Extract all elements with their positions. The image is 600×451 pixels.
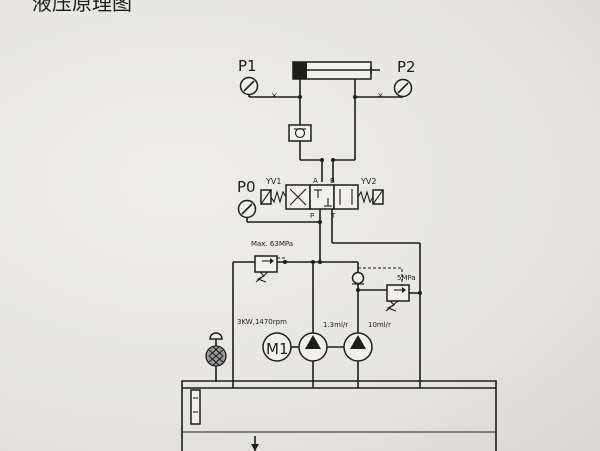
hydraulic-cylinder	[292, 61, 380, 80]
port-t-label: T	[330, 212, 336, 220]
needle-valve-p2-icon: ×	[377, 91, 384, 100]
port-b-label: B	[330, 177, 335, 185]
pilot-check-valve	[288, 124, 312, 142]
gauge-p0	[237, 199, 257, 219]
label-p1: P1	[238, 57, 257, 75]
motor-label: M1	[266, 340, 289, 358]
needle-valve-p1-icon: ×	[271, 91, 278, 100]
relief-valve-2	[385, 284, 410, 312]
directional-valve	[260, 184, 384, 210]
gauge-p2	[393, 78, 413, 98]
pump-1-displacement: 1.3ml/r	[323, 321, 348, 329]
port-a-label: A	[313, 177, 318, 185]
pump-2	[343, 332, 373, 362]
motor-spec: 3KW,1470rpm	[237, 318, 287, 326]
pump-2-displacement: 10ml/r	[368, 321, 391, 329]
pump-1	[298, 332, 328, 362]
relief-valve-1	[254, 255, 278, 283]
air-filter	[205, 332, 227, 382]
port-p-label: P	[310, 212, 314, 220]
schematic-title: 液压原理图	[32, 0, 132, 15]
label-p0: P0	[237, 178, 256, 196]
relief-valve-1-setting: Max. 63MPa	[251, 240, 293, 248]
label-yv2: YV2	[360, 177, 376, 186]
oil-tank	[181, 380, 497, 451]
check-valve	[351, 271, 365, 285]
label-p2: P2	[397, 58, 416, 76]
relief-valve-2-setting: 5MPa	[397, 274, 416, 282]
gauge-p1	[239, 76, 259, 96]
label-yv1: YV1	[265, 177, 281, 186]
